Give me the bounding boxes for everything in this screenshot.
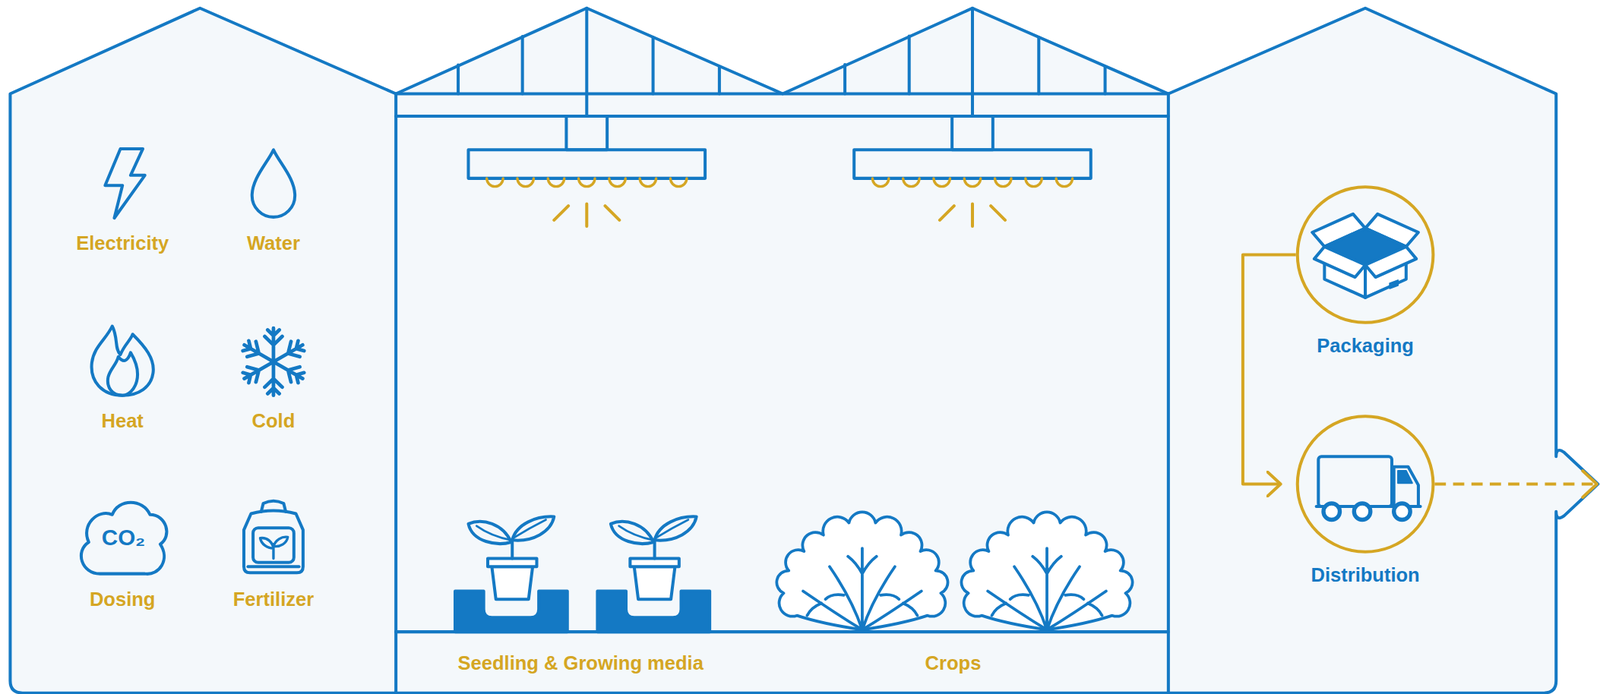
truss-member: [651, 37, 655, 94]
partition-wall: [1166, 93, 1170, 693]
electricity-icon: [104, 148, 145, 219]
ridge-post: [970, 8, 974, 117]
truck-wheel: [1394, 503, 1411, 520]
item-label: Seedling & Growing media: [458, 654, 704, 674]
outbound-dashed-line: [1434, 483, 1594, 487]
outbound-arrowhead: [1582, 471, 1597, 498]
partition-wall: [394, 93, 398, 693]
truss-member: [456, 65, 460, 95]
truck-cargo: [1318, 456, 1392, 507]
fertilizer-bag-icon: [243, 510, 304, 573]
circle-outline-svg: [1296, 185, 1436, 325]
box-flap: [1365, 246, 1417, 278]
lamp-stem: [951, 116, 993, 150]
lettuce-veins: [803, 548, 922, 630]
box-label: [1389, 280, 1398, 289]
truss-member: [717, 66, 721, 95]
lamp-bulb: [1056, 178, 1072, 187]
item-label: Fertilizer: [233, 589, 314, 610]
crops: [776, 512, 1133, 630]
item-label: Dosing: [89, 589, 155, 610]
lamp-bulb: [578, 178, 595, 187]
cold-icon: [243, 328, 305, 396]
lamp-bulb: [933, 178, 950, 187]
snowflake-lines: [243, 328, 305, 396]
leaf-vein: [476, 519, 546, 541]
item-label: Electricity: [75, 233, 169, 254]
lamp-bulb: [872, 178, 889, 187]
leaf: [654, 516, 697, 541]
circle-outline-svg: [1296, 414, 1436, 554]
truss-member: [843, 64, 847, 95]
lettuce: [961, 512, 1133, 630]
lamp-bulb: [670, 178, 687, 187]
lettuce: [776, 512, 948, 630]
light-rays: [939, 203, 1006, 227]
item-label: Cold: [252, 411, 296, 432]
truss-member: [1103, 66, 1107, 95]
circle-outline: [1297, 416, 1434, 553]
icon-text: CO₂: [101, 527, 146, 551]
lamp-bulbs: [486, 178, 1073, 187]
truck-wheel: [1353, 503, 1370, 520]
co2-cloud-icon: [81, 502, 167, 575]
circle-outline: [1297, 186, 1434, 323]
lamp-bulb: [995, 178, 1012, 187]
leaf: [512, 516, 554, 541]
pot-body: [491, 566, 533, 600]
lamp-fixture: [853, 149, 1091, 179]
pot-body: [634, 566, 676, 600]
light-rays: [553, 203, 620, 227]
ridge-post: [584, 8, 589, 117]
fertilizer-sprout: [259, 537, 288, 559]
item-label: Water: [246, 233, 301, 254]
flow-connector: [1242, 255, 1297, 485]
truck-window: [1397, 471, 1413, 484]
item-label: Crops: [925, 654, 982, 674]
lamp-bulb: [547, 178, 564, 187]
water-icon: [252, 149, 295, 218]
lamp-bulb: [639, 178, 656, 187]
lettuce-outline: [776, 512, 948, 630]
stage-circle: Distribution: [1296, 414, 1436, 554]
fertilizer-bag-window: [252, 528, 295, 563]
item-label: Heat: [101, 411, 144, 432]
lettuce-outline: [961, 512, 1133, 630]
truck-cab: [1394, 467, 1419, 507]
heat-icon: [91, 325, 154, 396]
lamp-bulb: [486, 178, 503, 187]
truss-member: [907, 36, 911, 95]
heat-icon-inner: [107, 352, 138, 396]
truss-member: [521, 36, 525, 94]
lamp-bulb: [964, 178, 981, 187]
truck-wheel: [1323, 503, 1340, 520]
box-flap: [1314, 246, 1366, 278]
leaf-vein: [619, 519, 689, 541]
lamp-bulb: [517, 178, 534, 187]
seedling: [455, 516, 568, 633]
seedlings: [455, 516, 710, 633]
lettuce-veins: [987, 548, 1107, 630]
roof-trusses: [458, 36, 1106, 95]
lamp-fixture: [467, 149, 706, 179]
ceiling-beam: [395, 114, 1169, 118]
seedling: [597, 516, 710, 633]
stage-label: Packaging: [1316, 336, 1414, 357]
stage-circle: Packaging: [1296, 185, 1436, 325]
fertilizer-bag-base: [247, 565, 299, 569]
truss-member: [1037, 37, 1041, 94]
lamp-bulb: [609, 178, 626, 187]
lamp-stem: [566, 116, 608, 150]
stage-label: Distribution: [1310, 566, 1420, 586]
eave-beam: [395, 91, 1169, 95]
lamp-bulb: [1025, 178, 1042, 187]
building-outline: [9, 8, 1598, 694]
lamp-bulb: [903, 178, 920, 187]
